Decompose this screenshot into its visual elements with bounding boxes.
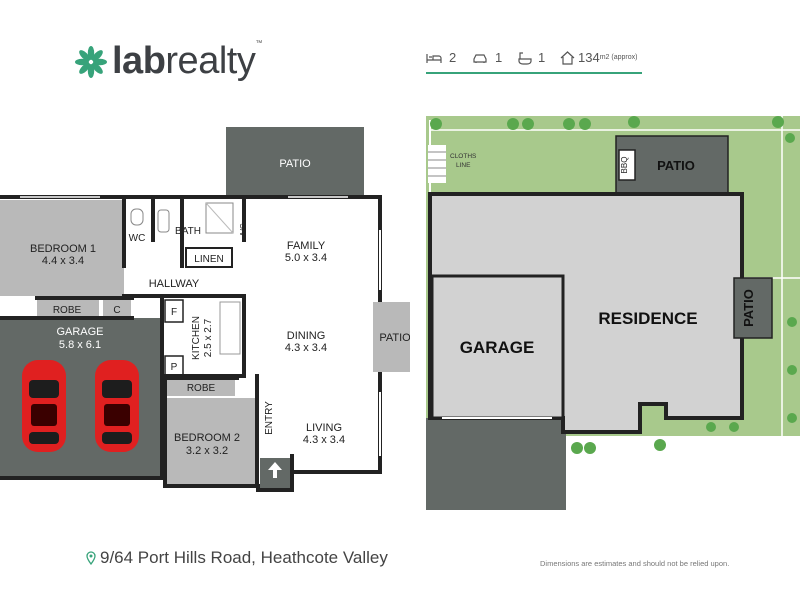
patio-top-label: PATIO [279,158,311,170]
site-patio-top-label: PATIO [657,158,695,173]
robe1-cupboard [37,300,99,318]
garage-size: 5.8 x 6.1 [59,339,101,351]
clothes-line-label-1: CLOTHS [450,153,477,160]
address-row: 9/64 Port Hills Road, Heathcote Valley [86,548,388,568]
path-paving [566,436,800,510]
robe2-label: ROBE [187,383,216,394]
bedroom1-room [0,200,124,296]
dining-size: 4.3 x 3.4 [285,342,327,354]
patio-top-room [226,127,364,195]
hallway-floor [124,268,244,296]
patio-side-label: PATIO [379,332,410,344]
bath-icon [518,51,532,65]
linen-cupboard [185,247,233,268]
p-label: P [171,362,178,373]
hallway-label: HALLWAY [149,278,200,290]
patio-side-room [373,302,410,372]
site-garage [430,274,565,420]
clothes-line-label-2: LINE [456,162,471,169]
garage-name: GARAGE [56,326,103,338]
living-size: 4.3 x 3.4 [303,434,345,446]
car-icon [473,53,487,63]
kitchen-size: 2.5 x 2.7 [203,318,214,357]
entry-arrow-icon [268,462,282,478]
bbq-box [618,149,636,181]
site-garage-label: GARAGE [460,338,535,357]
spec-bathrooms: 1 [518,50,545,65]
robe2-cupboard [167,378,235,396]
bath-label: BATH [175,226,201,237]
bbq-label: BBQ [620,157,629,174]
property-address: 9/64 Port Hills Road, Heathcote Valley [100,548,388,567]
toilet-fixture [130,208,144,226]
site-patio-side-label: PATIO [741,289,756,327]
car-right-icon [95,360,139,452]
entry-label: ENTRY [264,401,275,435]
site-plan: CLOTHS LINE BBQ PATIO RESIDENCE GARAGE P… [426,116,800,510]
brand-name: labrealty™ [112,40,262,82]
living-name: LIVING [306,422,342,434]
brand-logo: labrealty™ [74,40,264,88]
disclaimer-text: Dimensions are estimates and should not … [540,559,730,568]
wc-label: WC [129,233,146,244]
family-name: FAMILY [287,240,326,252]
location-pin-icon [86,551,96,565]
shower-fixture [205,202,234,234]
c-cupboard [103,300,131,318]
floor-plan: PATIO BEDROOM 1 4.4 x 3.4 HALLWAY WC BAT… [0,127,410,492]
fridge-cupboard [164,299,184,323]
linen-label: LINEN [194,254,223,265]
shrubs [430,116,797,454]
kitchen-bench [219,301,241,355]
kitchen-name: KITCHEN [191,316,202,360]
leaf-logo-icon [75,46,107,78]
residence-label: RESIDENCE [598,309,697,328]
c-label: C [113,305,120,316]
bedroom1-size: 4.4 x 3.4 [42,255,84,267]
spec-bedrooms: 2 [426,50,456,65]
bedroom2-size: 3.2 x 3.2 [186,445,228,457]
basin-fixture [157,209,170,233]
bed-icon [426,53,442,63]
dining-name: DINING [287,330,326,342]
spec-underline [426,72,642,74]
house-icon [560,50,575,65]
car-left-icon [22,360,66,452]
bedroom1-name: BEDROOM 1 [30,243,96,255]
bedroom2-name: BEDROOM 2 [174,432,240,444]
spec-car-spaces: 1 [472,50,502,65]
bedroom2-room [167,398,257,486]
f-label: F [171,307,177,318]
robe1-label: ROBE [53,305,82,316]
driveway [426,418,566,510]
clothes-line-icon [428,145,446,183]
site-patio-side [733,277,773,339]
family-size: 5.0 x 3.4 [285,252,327,264]
